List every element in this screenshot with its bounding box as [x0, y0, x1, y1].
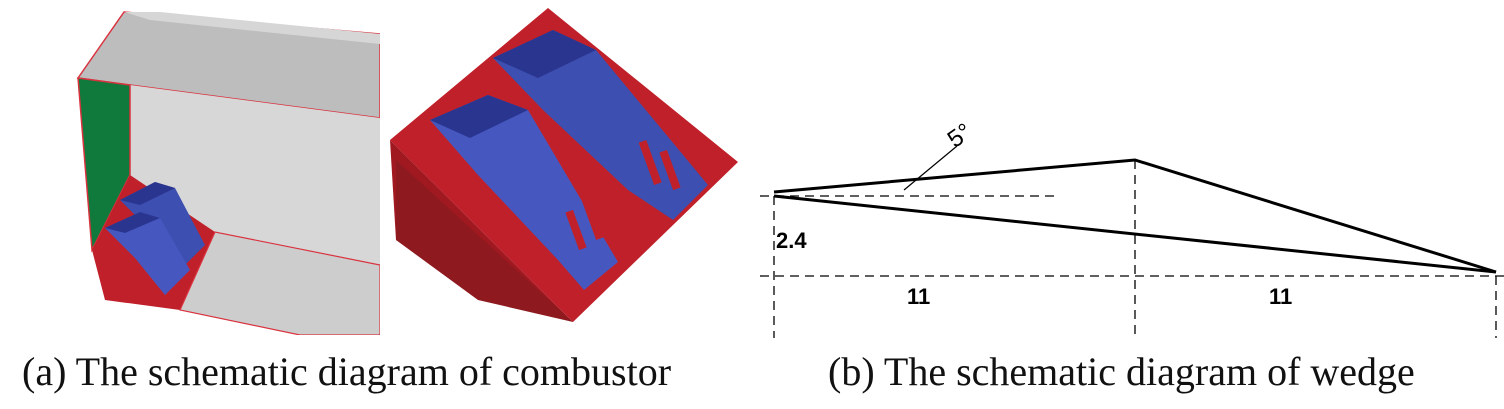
injector-slot: [565, 209, 587, 251]
injector-slot: [659, 149, 681, 191]
length2-label: 11: [1269, 284, 1292, 309]
combustor-strut-front-top: [105, 212, 160, 233]
injector-slot: [638, 139, 662, 185]
strut-rear-top: [493, 30, 596, 78]
strut-front-top: [430, 95, 528, 138]
wedge-outline-lower: [773, 194, 1497, 274]
combustor-floor: [179, 231, 380, 335]
wedge-strut-3d: [390, 8, 738, 322]
angle-leader-line: [903, 145, 958, 191]
combustor-strut-front: [105, 212, 190, 295]
combustor-strut-back-top: [120, 182, 175, 205]
wedge-outline-upper: [773, 158, 1497, 274]
injector-slot: [580, 194, 604, 240]
wedge-side-face-lower: [396, 160, 573, 322]
wedge-schematic: 5° 2.4 11 11: [760, 118, 1504, 338]
wedge-side-face: [390, 140, 573, 322]
combustor-top-wall-face: [124, 12, 380, 44]
wedge-top-surface: [390, 8, 738, 322]
length1-label: 11: [907, 284, 930, 309]
height-label: 2.4: [776, 228, 807, 253]
caption-a: (a) The schematic diagram of combustor: [22, 349, 672, 394]
combustor-diagram: [76, 11, 380, 335]
strut-front: [430, 95, 618, 290]
caption-b: (b) The schematic diagram of wedge: [828, 349, 1415, 394]
angle-label: 5°: [943, 118, 977, 153]
